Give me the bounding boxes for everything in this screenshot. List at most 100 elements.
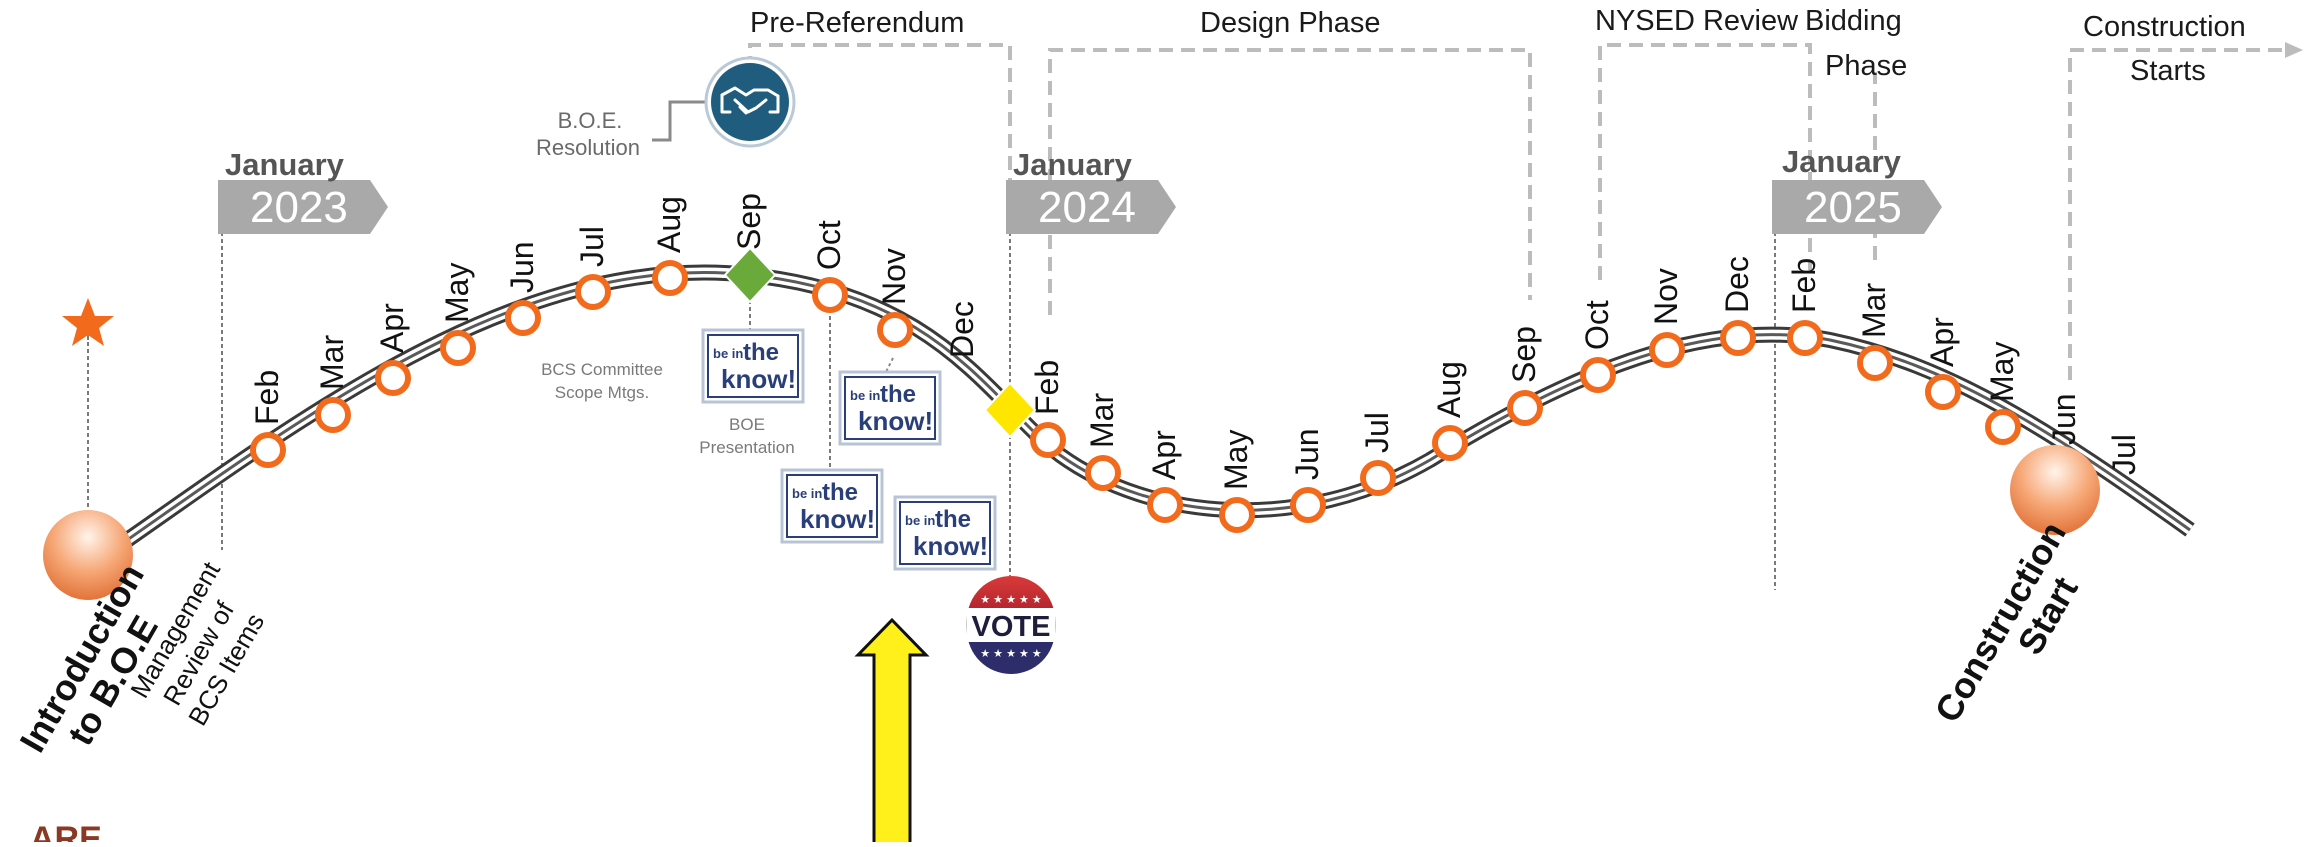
- vote-milestone-diamond: [983, 381, 1037, 439]
- know-badge-know-text: know!: [721, 364, 796, 394]
- phase-bidding-2: Phase: [1825, 50, 1907, 82]
- month-label-2023-nov: Nov: [876, 248, 912, 305]
- month-ring-2023-may: [440, 330, 476, 366]
- handshake-icon: [720, 86, 780, 115]
- month-label-2024-sep: Sep: [1506, 326, 1542, 383]
- know-badge-know-text: know!: [858, 406, 933, 436]
- month-label-2023-aug: Aug: [651, 196, 687, 253]
- month-label-2024-dec: Dec: [1719, 256, 1755, 313]
- month-label-2024-apr: Apr: [1146, 430, 1182, 480]
- boe-resolution-badge: B.O.E. Resolution: [536, 56, 796, 160]
- month-ring-2023-mar: [315, 397, 351, 433]
- month-label-2025-jun: Jun: [2046, 393, 2082, 445]
- month-label-2023-feb: Feb: [249, 370, 285, 425]
- month-ring-2024-feb: [1030, 422, 1066, 458]
- month-ring-2024-dec: [1720, 320, 1756, 356]
- year-marker-2024: January 2024: [1006, 147, 1176, 234]
- month-label-2023-sep: Sep: [731, 193, 767, 250]
- pre-referendum-bracket: [748, 43, 1012, 230]
- year-marker-2025: January 2025: [1772, 144, 1942, 234]
- phase-bidding-1: Bidding: [1805, 5, 1902, 37]
- know-badge-know-text: know!: [913, 531, 988, 561]
- month-ring-2023-oct: [812, 277, 848, 313]
- know-badge-small-text: be in: [792, 486, 822, 501]
- up-arrow-icon: [854, 617, 930, 847]
- year-label-january: January: [225, 147, 345, 182]
- month-label-2024-feb: Feb: [1029, 360, 1065, 415]
- year-banner: [1006, 180, 1176, 234]
- vote-badge: VOTE ★ ★ ★ ★ ★ ★ ★ ★ ★ ★: [966, 576, 1056, 674]
- construction-ball: [2010, 445, 2100, 535]
- month-ring-2025-may: [1985, 409, 2021, 445]
- month-label-2024-jul: Jul: [1359, 412, 1395, 453]
- know-badge-the-text: the: [743, 339, 779, 366]
- month-markers: [250, 260, 2021, 533]
- month-ring-2024-mar: [1085, 455, 1121, 491]
- month-ring-2024-jun: [1290, 487, 1326, 523]
- month-ring-2024-nov: [1649, 332, 1685, 368]
- know-badge-small-text: be in: [850, 388, 880, 403]
- month-ring-2025-apr: [1925, 374, 1961, 410]
- year-banner: [218, 180, 388, 234]
- know-badge-know-text: know!: [800, 504, 875, 534]
- month-label-2025-may: May: [1984, 342, 2020, 402]
- month-label-2024-oct: Oct: [1579, 300, 1615, 350]
- month-label-2024-mar: Mar: [1084, 393, 1120, 448]
- phase-labels: Pre-Referendum Design Phase NYSED Review…: [750, 5, 2246, 87]
- know-badge-small-text: be in: [713, 346, 743, 361]
- month-label-2024-aug: Aug: [1431, 361, 1467, 418]
- phase-pre-referendum: Pre-Referendum: [750, 7, 964, 39]
- nysed-bracket: [1598, 43, 1812, 280]
- month-label-2025-feb: Feb: [1786, 258, 1822, 313]
- month-label-2023-may: May: [439, 263, 475, 323]
- month-label-2025-mar: Mar: [1856, 283, 1892, 338]
- month-ring-2023-jul: [575, 274, 611, 310]
- month-label-2025-apr: Apr: [1924, 317, 1960, 367]
- construction-arrowhead: [2285, 42, 2303, 58]
- intro-ball: [43, 510, 133, 600]
- month-ring-2023-jun: [505, 300, 541, 336]
- year-number: 2023: [250, 183, 348, 232]
- phase-construction-1: Construction: [2083, 11, 2246, 43]
- boe-presentation-line-2: Presentation: [699, 438, 794, 457]
- month-ring-2025-mar: [1857, 345, 1893, 381]
- know-badge-small-text: be in: [905, 513, 935, 528]
- month-label-2023-jun: Jun: [504, 241, 540, 293]
- month-ring-2024-sep: [1507, 390, 1543, 426]
- month-ring-2023-aug: [652, 260, 688, 296]
- star-icon: [62, 298, 114, 346]
- year-number: 2025: [1804, 183, 1902, 232]
- vote-stars-bottom: ★ ★ ★ ★ ★: [980, 648, 1042, 660]
- vote-stars-top: ★ ★ ★ ★ ★: [980, 594, 1042, 606]
- month-ring-2023-feb: [250, 432, 286, 468]
- construction-bracket: [2068, 48, 2290, 380]
- boe-resolution-line-2: Resolution: [536, 135, 640, 160]
- month-label-2023-oct: Oct: [811, 220, 847, 270]
- year-label-january: January: [1782, 144, 1902, 179]
- timeline-track: [115, 264, 2195, 552]
- month-label-2024-jun: Jun: [1289, 428, 1325, 480]
- boe-resolution-line-1: B.O.E.: [558, 108, 623, 133]
- month-label-2023-mar: Mar: [314, 335, 350, 390]
- year-marker-2023: January 2023: [218, 147, 388, 234]
- bcs-committee-line-1: BCS Committee: [541, 360, 663, 379]
- month-label-2023-dec: Dec: [944, 301, 980, 358]
- know-badge-the-text: the: [935, 506, 971, 533]
- month-ring-2024-oct: [1580, 357, 1616, 393]
- month-ring-2024-may: [1219, 497, 1255, 533]
- month-label-2024-may: May: [1218, 430, 1254, 490]
- month-ring-2025-feb: [1787, 320, 1823, 356]
- month-label-2023-jul: Jul: [574, 226, 610, 267]
- phase-nysed: NYSED Review: [1595, 5, 1799, 37]
- month-ring-2024-aug: [1432, 425, 1468, 461]
- construction-start-label: Construction Start: [1926, 515, 2085, 729]
- month-label-2025-jul: Jul: [2106, 434, 2142, 475]
- sep-milestone-diamond: [723, 246, 777, 304]
- vote-text: VOTE: [972, 611, 1051, 643]
